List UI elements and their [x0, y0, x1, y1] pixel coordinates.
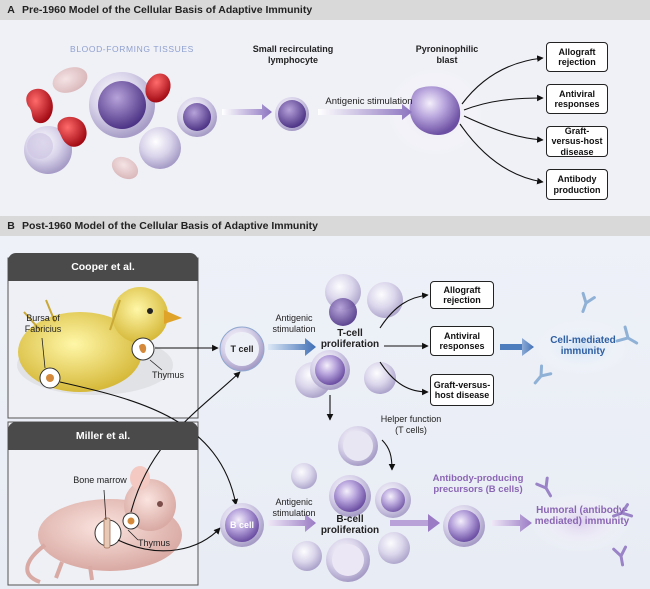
- small-lymphocyte-cell: [275, 97, 309, 131]
- bone-marrow-label: Bone marrow: [73, 475, 127, 485]
- b-antigenic-stimulation-label: Antigenic stimulation: [272, 497, 316, 518]
- t-outcome-antiviral: Antiviral responses: [430, 326, 494, 356]
- panel-a-header: A Pre-1960 Model of the Cellular Basis of…: [0, 0, 650, 20]
- b-antibody-icons: [535, 476, 634, 567]
- panel-b-letter: B: [7, 220, 15, 232]
- arrow-tissue-to-lymphocyte: [222, 104, 272, 120]
- helper-t-cell: [338, 426, 378, 466]
- helper-function-label: Helper function (T cells): [380, 414, 442, 435]
- b-cell-glyph: [220, 503, 264, 547]
- antibody-precursors-label: Antibody-producing precursors (B cells): [432, 473, 524, 495]
- humoral-label: Humoral (antibody-mediated) immunity: [534, 505, 630, 527]
- t-outcome-arrows: [326, 292, 429, 471]
- blood-forming-tissue-cells: [24, 67, 217, 180]
- b-proliferation-label: B-cell proliferation: [320, 514, 380, 536]
- miller-tab: Miller et al.: [8, 422, 198, 450]
- b-cell-label: B cell: [229, 520, 254, 530]
- t-outcome-allograft: Allograft rejection: [430, 281, 494, 309]
- t-cell-proliferation-cluster: [295, 274, 403, 398]
- b-cell-proliferation-cluster: [291, 463, 411, 582]
- leader-lines: [41, 337, 163, 541]
- plasma-precursor-cell: [443, 505, 485, 547]
- bursa-label: Bursa of Fabricius: [24, 313, 62, 334]
- blast-outcome-arrows: [459, 55, 544, 185]
- thymus-mouse-label: Thymus: [137, 538, 170, 548]
- cooper-tab: Cooper et al.: [8, 253, 198, 281]
- arrow-b-stimulation: [268, 514, 316, 532]
- panel-b-header: B Post-1960 Model of the Cellular Basis o…: [0, 216, 650, 236]
- t-antibody-icons: [533, 291, 639, 385]
- cell-mediated-label: Cell-mediated immunity: [550, 335, 616, 357]
- panel-a-title: Pre-1960 Model of the Cellular Basis of …: [22, 4, 313, 16]
- humoral-glow: [530, 492, 630, 552]
- panel-b-title: Post-1960 Model of the Cellular Basis of…: [22, 220, 319, 232]
- pyroninophilic-blast-cell: [409, 86, 461, 135]
- antigenic-stimulation-label: Antigenic stimulation: [325, 96, 413, 107]
- panel-a-letter: A: [7, 4, 15, 16]
- t-cell-glyph: [219, 326, 265, 372]
- t-outcome-gvhd: Graft-versus-host disease: [430, 374, 494, 406]
- arrow-t-stimulation: [268, 338, 316, 356]
- cell-mediated-glow: [534, 319, 630, 375]
- t-cell-label: T cell: [230, 344, 254, 354]
- arrow-antigenic-stimulation: [318, 104, 412, 120]
- pyroninophilic-blast-label: Pyroninophilic blast: [415, 44, 479, 65]
- outcome-allograft-rejection: Allograft rejection: [546, 42, 608, 72]
- blood-forming-tissues-label: BLOOD-FORMING TISSUES: [70, 44, 194, 54]
- outcome-antiviral-responses: Antiviral responses: [546, 84, 608, 114]
- small-lymphocyte-label: Small recirculating lymphocyte: [252, 44, 334, 65]
- t-proliferation-label: T-cell proliferation: [320, 328, 380, 350]
- t-antigenic-stimulation-label: Antigenic stimulation: [272, 313, 316, 334]
- outcome-antibody-production: Antibody production: [546, 169, 608, 200]
- thymus-chick-label: Thymus: [151, 370, 184, 380]
- outcome-graft-versus-host: Graft-versus-host disease: [546, 126, 608, 157]
- arrow-humoral: [492, 514, 532, 532]
